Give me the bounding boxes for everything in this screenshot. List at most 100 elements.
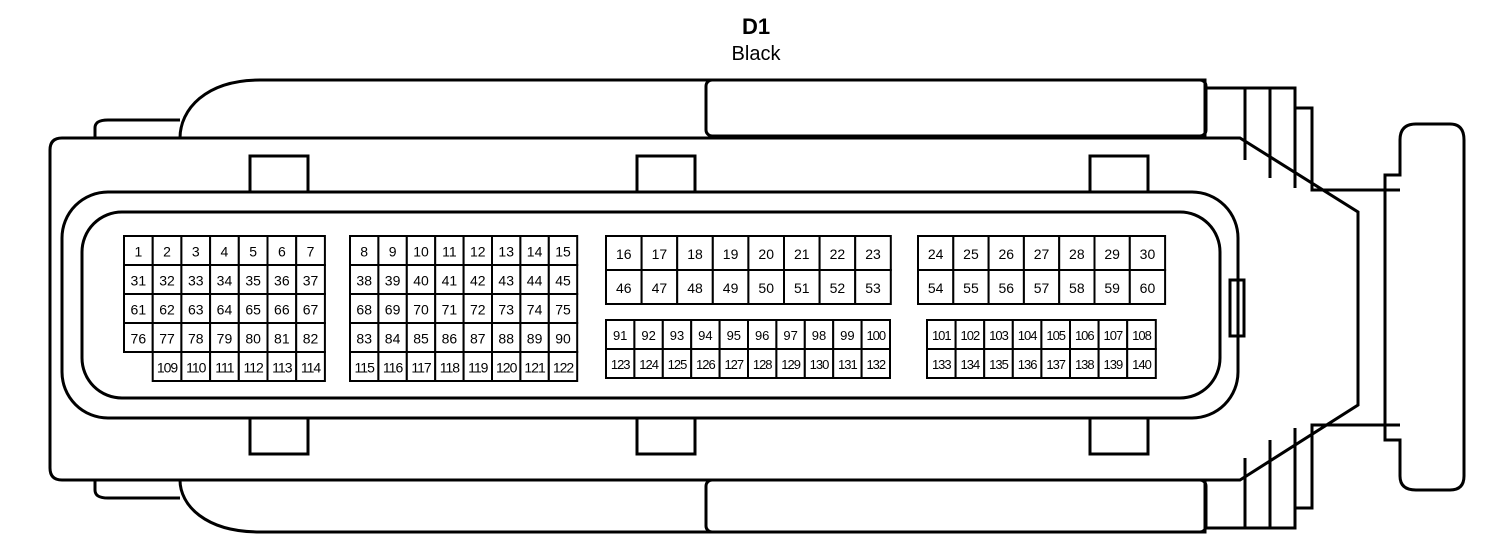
pin-label: 34 <box>217 273 233 289</box>
pin-label: 60 <box>1140 280 1156 296</box>
pin-label: 51 <box>794 280 810 296</box>
housing-top-ear <box>93 118 180 138</box>
pin-label: 29 <box>1104 246 1120 262</box>
pin-cell <box>783 269 821 305</box>
pin-cell <box>1022 235 1061 271</box>
tab-top-1 <box>248 154 310 194</box>
pin-label: 86 <box>442 331 458 347</box>
pin-label: 112 <box>243 360 264 376</box>
pin-label: 49 <box>723 280 739 296</box>
pin-label: 16 <box>616 246 632 262</box>
pin-label: 115 <box>355 360 376 376</box>
pin-label: 136 <box>1018 357 1037 372</box>
pin-cell <box>434 264 465 295</box>
pin-label: 50 <box>758 280 774 296</box>
pin-cell <box>349 322 380 353</box>
pin-label: 88 <box>498 331 514 347</box>
pin-label: 113 <box>272 360 293 376</box>
pin-cell <box>1097 348 1129 379</box>
pin-label: 131 <box>838 357 857 372</box>
pin-cell <box>803 319 835 350</box>
pin-label: 41 <box>442 273 458 289</box>
pin-cell <box>1097 319 1129 350</box>
pin-label: 33 <box>188 273 204 289</box>
pin-label: 102 <box>961 328 980 343</box>
pin-label: 104 <box>1018 328 1037 343</box>
pin-cell <box>1128 235 1167 271</box>
pin-label: 64 <box>217 302 233 318</box>
pin-label: 74 <box>527 302 543 318</box>
pin-label: 137 <box>1046 357 1065 372</box>
latch-top-outline <box>1205 86 1400 192</box>
connector-housing <box>48 78 1466 534</box>
pin-cell <box>180 235 212 266</box>
pin-label: 67 <box>303 302 319 318</box>
pin-label: 132 <box>866 357 885 372</box>
pin-label: 66 <box>274 302 290 318</box>
pin-label: 111 <box>215 360 234 376</box>
pin-cell <box>952 269 990 305</box>
pin-label: 122 <box>553 360 575 376</box>
pin-label: 35 <box>245 273 261 289</box>
pin-label: 99 <box>840 328 854 343</box>
pin-label: 58 <box>1069 280 1085 296</box>
pin-label: 37 <box>303 273 319 289</box>
pin-label: 85 <box>413 331 429 347</box>
pin-label: 54 <box>928 280 944 296</box>
pin-label: 3 <box>192 244 200 260</box>
pin-label: 95 <box>727 328 741 343</box>
pin-label: 9 <box>389 244 397 260</box>
pin-label: 65 <box>245 302 261 318</box>
pin-label: 6 <box>278 244 286 260</box>
pin-cell <box>349 351 380 382</box>
pin-label: 7 <box>307 244 315 260</box>
pin-label: 73 <box>498 302 514 318</box>
pin-label: 62 <box>159 302 175 318</box>
pin-label: 80 <box>245 331 261 347</box>
pin-cell <box>547 351 579 382</box>
pin-label: 71 <box>442 302 458 318</box>
pin-label: 27 <box>1034 246 1050 262</box>
tab-top-2 <box>635 154 697 194</box>
pin-label: 8 <box>360 244 368 260</box>
pin-label: 48 <box>687 280 703 296</box>
pin-cell <box>1040 348 1072 379</box>
pin-cell <box>237 351 269 382</box>
pin-cell <box>640 235 679 271</box>
latch-bottom-outline <box>1205 423 1400 530</box>
pin-label: 94 <box>698 328 712 343</box>
pin-cell <box>519 235 550 266</box>
pin-label: 105 <box>1046 328 1065 343</box>
connector-name: D1 <box>741 14 771 39</box>
pin-label: 110 <box>186 360 207 376</box>
pin-cell <box>462 351 494 382</box>
pin-cell <box>237 264 269 295</box>
tab-top-3 <box>1088 154 1150 194</box>
pin-label: 83 <box>356 331 372 347</box>
pin-cell <box>405 351 437 382</box>
pin-label: 13 <box>498 244 514 260</box>
pin-label: 69 <box>385 302 401 318</box>
pin-label: 42 <box>470 273 486 289</box>
pin-cell <box>1058 235 1096 271</box>
pin-label: 47 <box>652 280 668 296</box>
pin-cell <box>180 351 212 382</box>
pin-cell <box>832 348 863 379</box>
pin-cell <box>605 235 643 271</box>
housing-top-hood <box>178 78 1207 139</box>
pin-cell <box>718 348 749 379</box>
pin-label: 81 <box>274 331 290 347</box>
pin-cell <box>547 293 579 324</box>
pin-label: 45 <box>555 273 571 289</box>
pin-label: 76 <box>131 331 147 347</box>
pin-label: 5 <box>249 244 257 260</box>
pin-label: 14 <box>527 244 543 260</box>
pin-cell <box>295 235 326 266</box>
housing-bottom-ear <box>93 480 180 500</box>
pin-label: 121 <box>524 360 546 376</box>
pin-cell <box>711 235 750 271</box>
